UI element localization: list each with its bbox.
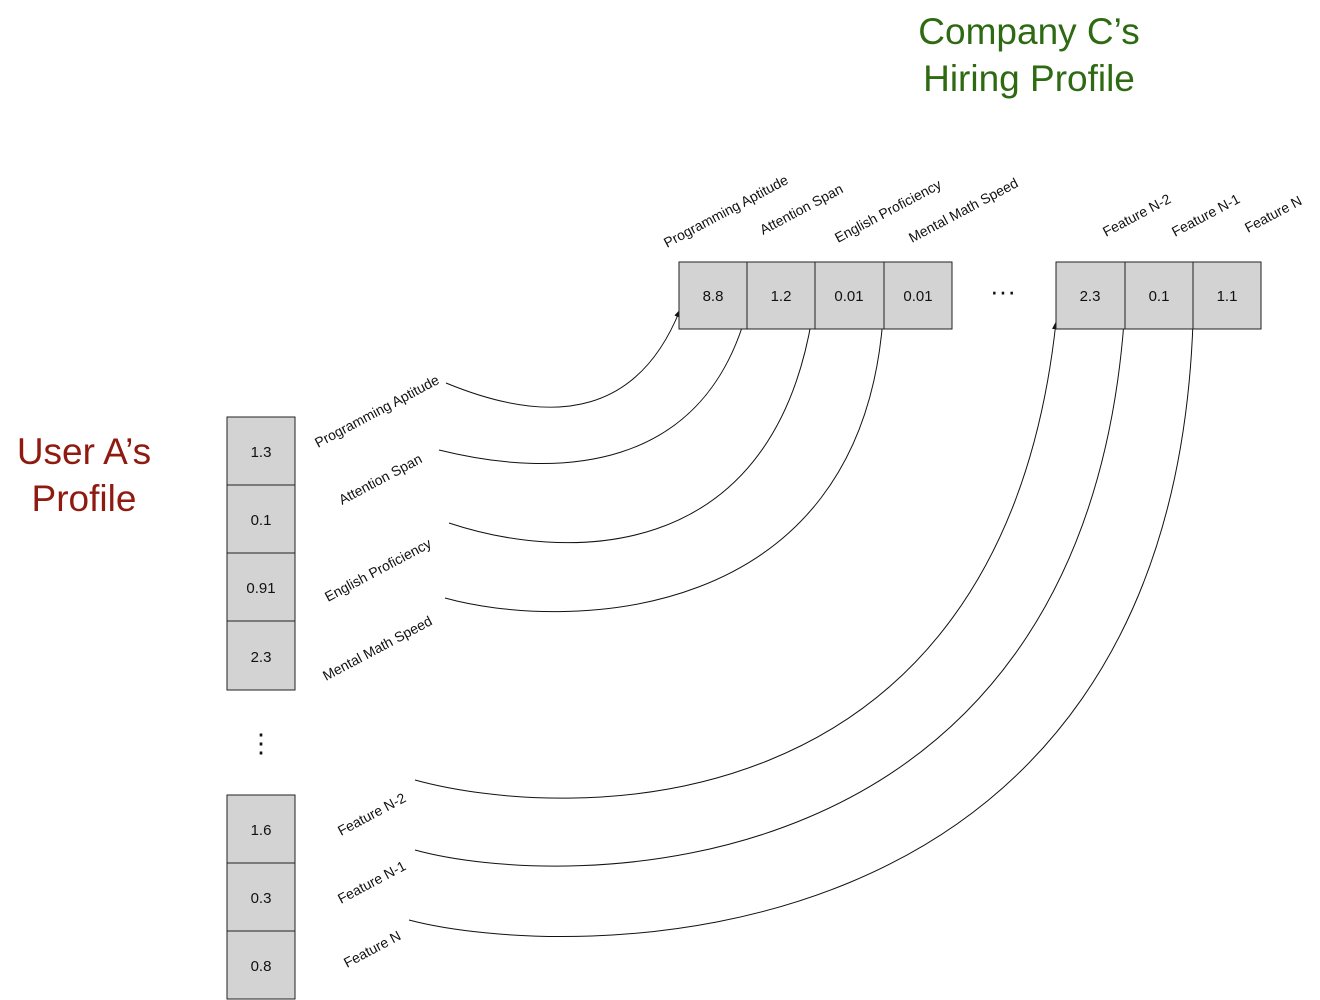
user-feature-label: Feature N-2 — [335, 789, 409, 838]
user-cell-value: 2.3 — [251, 649, 272, 666]
user-cell: 1.3 — [226, 416, 296, 486]
user-cell: 0.8 — [226, 930, 296, 1000]
company-feature-label: Feature N-2 — [1100, 190, 1174, 239]
user-title-line1: User A’s — [17, 431, 151, 472]
company-profile-title: Company C’s Hiring Profile — [918, 11, 1139, 99]
user-cell-value: 0.1 — [251, 512, 272, 529]
user-profile-title: User A’s Profile — [17, 431, 151, 519]
user-vector-ellipsis: ⋮ — [248, 728, 274, 758]
company-cell-value: 0.1 — [1149, 288, 1170, 305]
user-cell-value: 1.6 — [251, 822, 272, 839]
company-title-line1: Company C’s — [918, 11, 1139, 52]
company-cell-value: 1.1 — [1217, 288, 1238, 305]
company-cell: 0.01 — [814, 261, 885, 330]
user-cell: 0.91 — [226, 552, 296, 622]
connector-attention-span — [438, 317, 747, 465]
user-feature-label: Mental Math Speed — [320, 613, 435, 684]
company-title-line2: Hiring Profile — [923, 58, 1135, 99]
company-feature-labels: Programming Aptitude Attention Span Engl… — [661, 171, 1304, 250]
company-cell-value: 8.8 — [703, 288, 724, 305]
company-feature-label: Feature N-1 — [1169, 190, 1243, 239]
user-cell: 2.3 — [226, 620, 296, 691]
company-feature-label: Programming Aptitude — [661, 171, 791, 250]
company-profile-vector: 8.8 1.2 0.01 0.01 ··· 2.3 0.1 1.1 — [678, 261, 1262, 330]
user-feature-label: English Proficiency — [322, 535, 434, 605]
company-cell-value: 1.2 — [771, 288, 792, 305]
user-feature-label: Feature N-1 — [335, 857, 409, 906]
connector-feature-n — [408, 321, 1196, 937]
user-cell-value: 1.3 — [251, 444, 272, 461]
company-cell: 1.2 — [746, 261, 816, 330]
user-cell-value: 0.91 — [246, 580, 275, 597]
user-feature-labels: Programming Aptitude Attention Span Engl… — [312, 371, 442, 970]
connectors — [408, 309, 1196, 937]
company-feature-label: Feature N — [1242, 192, 1304, 235]
company-vector-ellipsis: ··· — [990, 276, 1016, 306]
user-feature-label: Feature N — [341, 927, 403, 970]
user-cell: 0.1 — [226, 484, 296, 554]
connector-feature-n-1 — [414, 321, 1127, 867]
user-cell: 1.6 — [226, 794, 296, 864]
user-profile-vector: 1.3 0.1 0.91 2.3 ⋮ 1.6 0.3 0.8 — [226, 416, 296, 1000]
company-cell: 0.01 — [883, 261, 953, 330]
company-cell: 2.3 — [1055, 261, 1126, 330]
company-cell-value: 2.3 — [1080, 288, 1101, 305]
company-cell: 1.1 — [1192, 261, 1262, 330]
connector-english-proficiency — [448, 317, 814, 544]
user-title-line2: Profile — [32, 478, 137, 519]
connector-feature-n-2 — [414, 321, 1059, 799]
user-cell-value: 0.3 — [251, 890, 272, 907]
connector-mental-math-speed — [444, 317, 886, 613]
user-cell: 0.3 — [226, 862, 296, 932]
company-cell-value: 0.01 — [834, 288, 863, 305]
company-cell: 0.1 — [1124, 261, 1194, 330]
company-cell-value: 0.01 — [903, 288, 932, 305]
company-cell: 8.8 — [678, 261, 748, 330]
user-feature-label: Programming Aptitude — [312, 371, 442, 450]
connector-programming-aptitude — [445, 309, 681, 408]
user-feature-label: Attention Span — [336, 450, 425, 507]
user-cell-value: 0.8 — [251, 958, 272, 975]
